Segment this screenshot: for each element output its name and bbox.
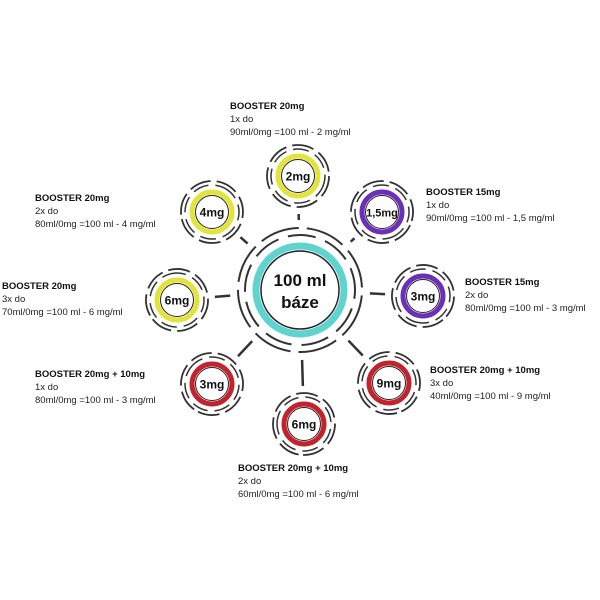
description-times: 1x do: [230, 114, 254, 125]
dose-label: 9mg: [377, 377, 402, 391]
description-times: 2x do: [465, 290, 489, 301]
node-inner-dashed-ring: [184, 184, 240, 240]
connector-line: [239, 236, 249, 245]
description-times: 2x do: [238, 476, 262, 487]
booster-description: BOOSTER 20mg + 10mg 3x do 40ml/0mg =100 ml…: [430, 364, 551, 403]
node-inner-dashed-ring: [276, 396, 332, 452]
dose-label: 3mg: [200, 378, 225, 392]
description-recipe: 40ml/0mg =100 ml - 9 mg/ml: [430, 391, 551, 402]
description-title: BOOSTER 15mg: [426, 187, 501, 198]
description-times: 1x do: [35, 382, 59, 393]
dose-label: 2mg: [286, 170, 311, 184]
center-inner-ring: [260, 250, 340, 330]
node-inner-dashed-ring: [149, 272, 205, 328]
description-title: BOOSTER 20mg: [35, 193, 110, 204]
node-inner-dashed-ring: [354, 184, 410, 240]
booster-description: BOOSTER 20mg 3x do 70ml/0mg =100 ml - 6 mg…: [2, 280, 123, 319]
dose-ring-red: [366, 360, 412, 406]
node-outer-dashed-ring: [180, 352, 244, 416]
description-recipe: 70ml/0mg =100 ml - 6 mg/ml: [2, 307, 123, 318]
dose-inner-ring: [281, 159, 315, 193]
node-outer-dashed-ring: [145, 268, 209, 332]
dose-inner-ring: [160, 283, 194, 317]
description-times: 3x do: [430, 378, 454, 389]
description-times: 3x do: [2, 294, 26, 305]
dose-ring-yellow: [154, 277, 200, 323]
booster-description: BOOSTER 20mg + 10mg 1x do 80ml/0mg =100 ml…: [35, 368, 156, 407]
node-outer-dashed-ring: [350, 180, 414, 244]
node-outer-dashed-ring: [180, 180, 244, 244]
dose-ring-yellow: [275, 153, 321, 199]
description-recipe: 60ml/0mg =100 ml - 6 mg/ml: [238, 489, 359, 500]
description-recipe: 80ml/0mg =100 ml - 3 mg/ml: [35, 395, 156, 406]
dose-label: 1,5mg: [366, 208, 398, 220]
booster-description: BOOSTER 20mg 2x do 80ml/0mg =100 ml - 4 mg…: [35, 192, 156, 231]
dose-ring-red: [189, 361, 235, 407]
dose-label: 3mg: [411, 290, 436, 304]
dose-label: 6mg: [165, 294, 190, 308]
center-inner-dashed-ring: [244, 234, 356, 346]
description-times: 2x do: [35, 206, 59, 217]
dose-ring-purple: [400, 273, 446, 319]
dose-ring-purple: [359, 189, 405, 235]
description-times: 1x do: [426, 200, 450, 211]
dose-ring-yellow: [189, 189, 235, 235]
node-outer-dashed-ring: [391, 264, 455, 328]
center-label: 100 ml: [274, 271, 327, 290]
description-title: BOOSTER 15mg: [465, 277, 540, 288]
connector-line: [214, 294, 231, 299]
node-outer-dashed-ring: [272, 392, 336, 456]
connector-line: [349, 237, 356, 243]
node-inner-dashed-ring: [395, 268, 451, 324]
connector-line: [369, 292, 386, 296]
dose-inner-ring: [195, 195, 229, 229]
description-recipe: 80ml/0mg =100 ml - 3 mg/ml: [465, 303, 586, 314]
dose-label: 4mg: [200, 206, 225, 220]
connector-line: [300, 359, 305, 387]
center-teal-ring: [252, 242, 348, 338]
description-title: BOOSTER 20mg: [230, 101, 305, 112]
center-outer-dashed-ring: [237, 227, 363, 353]
dose-inner-ring: [372, 366, 406, 400]
dose-inner-ring: [365, 195, 399, 229]
description-recipe: 90ml/0mg =100 ml - 2 mg/ml: [230, 127, 351, 138]
dose-ring-red: [281, 401, 327, 447]
description-title: BOOSTER 20mg + 10mg: [430, 365, 541, 376]
booster-description: BOOSTER 20mg + 10mg 2x do 60ml/0mg =100 ml…: [238, 462, 359, 501]
dose-inner-ring: [287, 407, 321, 441]
node-outer-dashed-ring: [266, 144, 330, 208]
booster-description: BOOSTER 15mg 2x do 80ml/0mg =100 ml - 3 mg…: [465, 276, 586, 315]
node-outer-dashed-ring: [357, 351, 421, 415]
node-inner-dashed-ring: [361, 355, 417, 411]
dose-inner-ring: [195, 367, 229, 401]
booster-description: BOOSTER 20mg 1x do 90ml/0mg =100 ml - 2 mg…: [230, 100, 351, 139]
description-title: BOOSTER 20mg + 10mg: [35, 369, 146, 380]
center-label: báze: [281, 293, 319, 312]
connector-line: [237, 340, 254, 358]
dose-inner-ring: [406, 279, 440, 313]
connector-line: [347, 339, 364, 357]
booster-description: BOOSTER 15mg 1x do 90ml/0mg =100 ml - 1,5 …: [426, 186, 555, 225]
description-title: BOOSTER 20mg: [2, 281, 77, 292]
description-recipe: 80ml/0mg =100 ml - 4 mg/ml: [35, 219, 156, 230]
description-title: BOOSTER 20mg + 10mg: [238, 463, 349, 474]
node-inner-dashed-ring: [270, 148, 326, 204]
dose-label: 6mg: [292, 418, 317, 432]
node-inner-dashed-ring: [184, 356, 240, 412]
description-recipe: 90ml/0mg =100 ml - 1,5 mg/ml: [426, 213, 555, 224]
